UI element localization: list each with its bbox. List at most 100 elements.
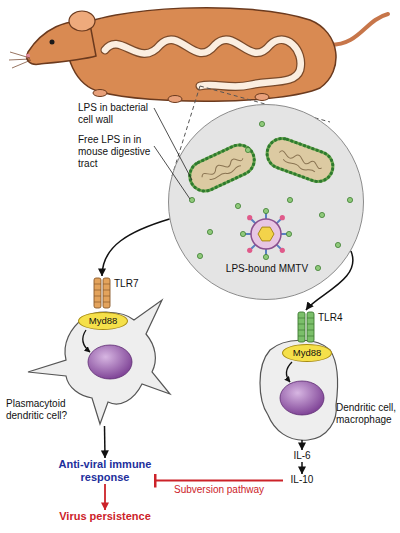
spike-tip: [247, 215, 252, 220]
receptor-chain: [298, 312, 305, 342]
adaptor-label: Myd88: [79, 313, 127, 329]
mmtv-virus: [240, 208, 291, 259]
lps-dot: [319, 212, 324, 217]
gut-outline: [105, 40, 301, 87]
bacterium-lps: [185, 140, 259, 196]
bacterium-body: [263, 134, 337, 185]
lps-dot: [259, 121, 264, 126]
pathway-label: Subversion pathway: [159, 484, 279, 496]
mouse-gut: [105, 40, 301, 87]
bacterium-dna: [277, 149, 323, 176]
lps-dot: [207, 229, 212, 234]
lps-dot: [197, 253, 202, 258]
lps-dot: [189, 197, 194, 202]
receptor-chain: [103, 278, 110, 308]
flow-arrow: [102, 219, 170, 276]
lps-dot: [235, 203, 240, 208]
macrophage-cell: Dendritic cell, macrophageTLR4Myd88: [252, 310, 352, 440]
bacterium: [263, 134, 337, 185]
lps-dot: [335, 242, 340, 247]
myd88-adaptor: Myd88: [282, 344, 332, 362]
receptor-segment: [103, 302, 110, 303]
receptor-segment: [298, 336, 305, 337]
virus-spikes: [243, 211, 289, 257]
cytokine: IL-6: [287, 450, 317, 462]
virus-core: [258, 227, 274, 241]
free-lps-dots: [189, 121, 352, 270]
outcome-label: Virus persistence: [40, 510, 170, 523]
cell-nucleus: [280, 381, 324, 415]
outcome-label: Anti-viral immune response: [55, 458, 155, 484]
receptor-chain: [307, 312, 314, 342]
callout-label: Free LPS in in mouse digestive tract: [78, 134, 158, 170]
spike-tip: [247, 248, 252, 253]
receptor-segment: [298, 318, 305, 319]
receptor-label: TLR4: [318, 312, 352, 324]
signal-arrow: [286, 362, 292, 382]
receptor-segment: [307, 318, 314, 319]
bacterium: [185, 140, 259, 196]
mouse-foot: [93, 90, 107, 97]
lps-dot: [287, 197, 292, 202]
cytokine-label: IL-10: [283, 474, 321, 486]
flow-arrow: [301, 440, 303, 450]
cell-nucleus: [88, 345, 132, 379]
virus-persistence: Virus persistence: [40, 510, 170, 524]
bacterium-lps: [263, 134, 337, 185]
receptor-segment: [103, 290, 110, 291]
mouse-foot: [255, 94, 269, 101]
mouse-ear: [69, 11, 95, 31]
receptor-segment: [94, 284, 101, 285]
cell-label: Plasmacytoid dendritic cell?: [6, 398, 76, 422]
mouse-tail: [330, 14, 388, 45]
myd88-adaptor: Myd88: [78, 312, 128, 330]
callout-label: LPS in bacterial cell wall: [78, 102, 158, 126]
mouse-foot: [168, 96, 182, 103]
receptor-symbol: [92, 278, 112, 310]
bacterium-dna: [200, 155, 246, 185]
flow-arrow: [104, 484, 106, 510]
plasmacytoid-cell: Plasmacytoid dendritic cell?TLR7Myd88: [22, 276, 172, 426]
lps-dot: [347, 197, 352, 202]
cytokine-label: IL-6: [287, 450, 317, 462]
mouse-body: [68, 8, 336, 102]
signal-arrow: [83, 330, 90, 352]
bacterium-body: [185, 140, 259, 196]
receptor-segment: [307, 330, 314, 331]
flow-arrow: [104, 426, 106, 458]
flow-arrow: [155, 480, 283, 482]
receptor-segment: [103, 296, 110, 297]
receptor-segment: [307, 336, 314, 337]
receptor-segment: [298, 330, 305, 331]
receptor-segment: [103, 284, 110, 285]
lps-dot: [245, 147, 250, 152]
flow-arrow: [301, 462, 303, 474]
spike-tip: [280, 248, 285, 253]
leader-line: [154, 108, 192, 199]
bound-lps: [286, 231, 291, 236]
magnified-gut-circle: LPS-bound MMTV: [168, 104, 364, 300]
immune-response: Anti-viral immune response: [55, 458, 155, 484]
receptor-segment: [94, 296, 101, 297]
mouse-whiskers: [9, 52, 31, 68]
receptor-segment: [307, 324, 314, 325]
flow-arrow: [306, 251, 353, 310]
bound-lps: [263, 254, 268, 259]
lps-dot: [315, 265, 320, 270]
cell-membrane: [260, 340, 338, 440]
cytokine: IL-10: [283, 474, 321, 487]
receptor-segment: [94, 290, 101, 291]
adaptor-label: Myd88: [283, 345, 331, 361]
mouse-illustration: [9, 8, 388, 103]
virus-label: LPS-bound MMTV: [197, 263, 337, 275]
cell-label: Dendritic cell, macrophage: [336, 402, 400, 426]
receptor-segment: [94, 302, 101, 303]
receptor-label: TLR7: [114, 278, 148, 290]
tlr4-receptor: TLR4: [288, 310, 352, 342]
tlr7-receptor: TLR7: [84, 276, 148, 310]
spike-tip: [280, 215, 285, 220]
bound-lps: [263, 208, 268, 213]
